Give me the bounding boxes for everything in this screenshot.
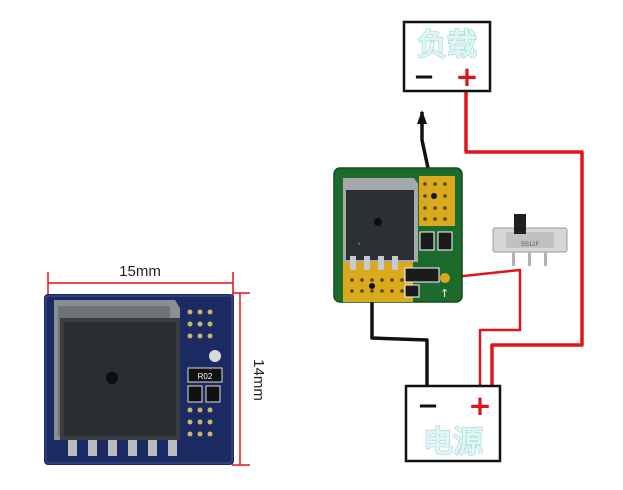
power-box-title: 电源 <box>423 425 483 460</box>
pcb-capacitor-1 <box>419 231 435 251</box>
mosfet-dimple <box>106 372 118 384</box>
positive-wires <box>444 80 584 388</box>
pcb-module: ◐ ↑ <box>333 167 463 303</box>
mosfet-pins <box>68 440 177 456</box>
width-dimension: 15mm <box>47 263 234 300</box>
load-plus-sign: + <box>455 60 478 93</box>
pcb-capacitor-2 <box>437 231 453 251</box>
pcb-top-pad <box>419 176 455 226</box>
pcb-bottom-pads <box>343 256 413 302</box>
pcb-gate-pad <box>440 273 450 283</box>
switch-knob <box>514 214 526 234</box>
height-label: 14mm <box>250 359 267 401</box>
capacitor-1 <box>187 385 203 403</box>
power-box: − + 电源 <box>404 384 502 463</box>
load-box: 负载 − + <box>402 20 492 93</box>
switch-marking: SS12F <box>521 242 540 248</box>
capacitor-2 <box>205 385 221 403</box>
module-photo: 15mm 14mm <box>44 263 267 466</box>
pcb-arrow-mark: ↑ <box>440 287 449 300</box>
load-box-title: 负载 <box>417 28 477 63</box>
pcb-resistor <box>404 267 440 283</box>
pcb-led <box>404 284 420 298</box>
power-minus-sign: − <box>417 391 439 421</box>
pcb-logo: ◐ <box>358 241 361 247</box>
resistor-marking: R02 <box>198 372 213 381</box>
slide-switch: SS12F <box>492 214 568 266</box>
height-dimension: 14mm <box>232 292 267 466</box>
width-label: 15mm <box>119 263 161 280</box>
load-minus-sign: − <box>413 62 435 92</box>
resistor-r02 <box>187 367 223 383</box>
power-plus-sign: + <box>468 389 491 422</box>
led-component <box>209 350 221 362</box>
